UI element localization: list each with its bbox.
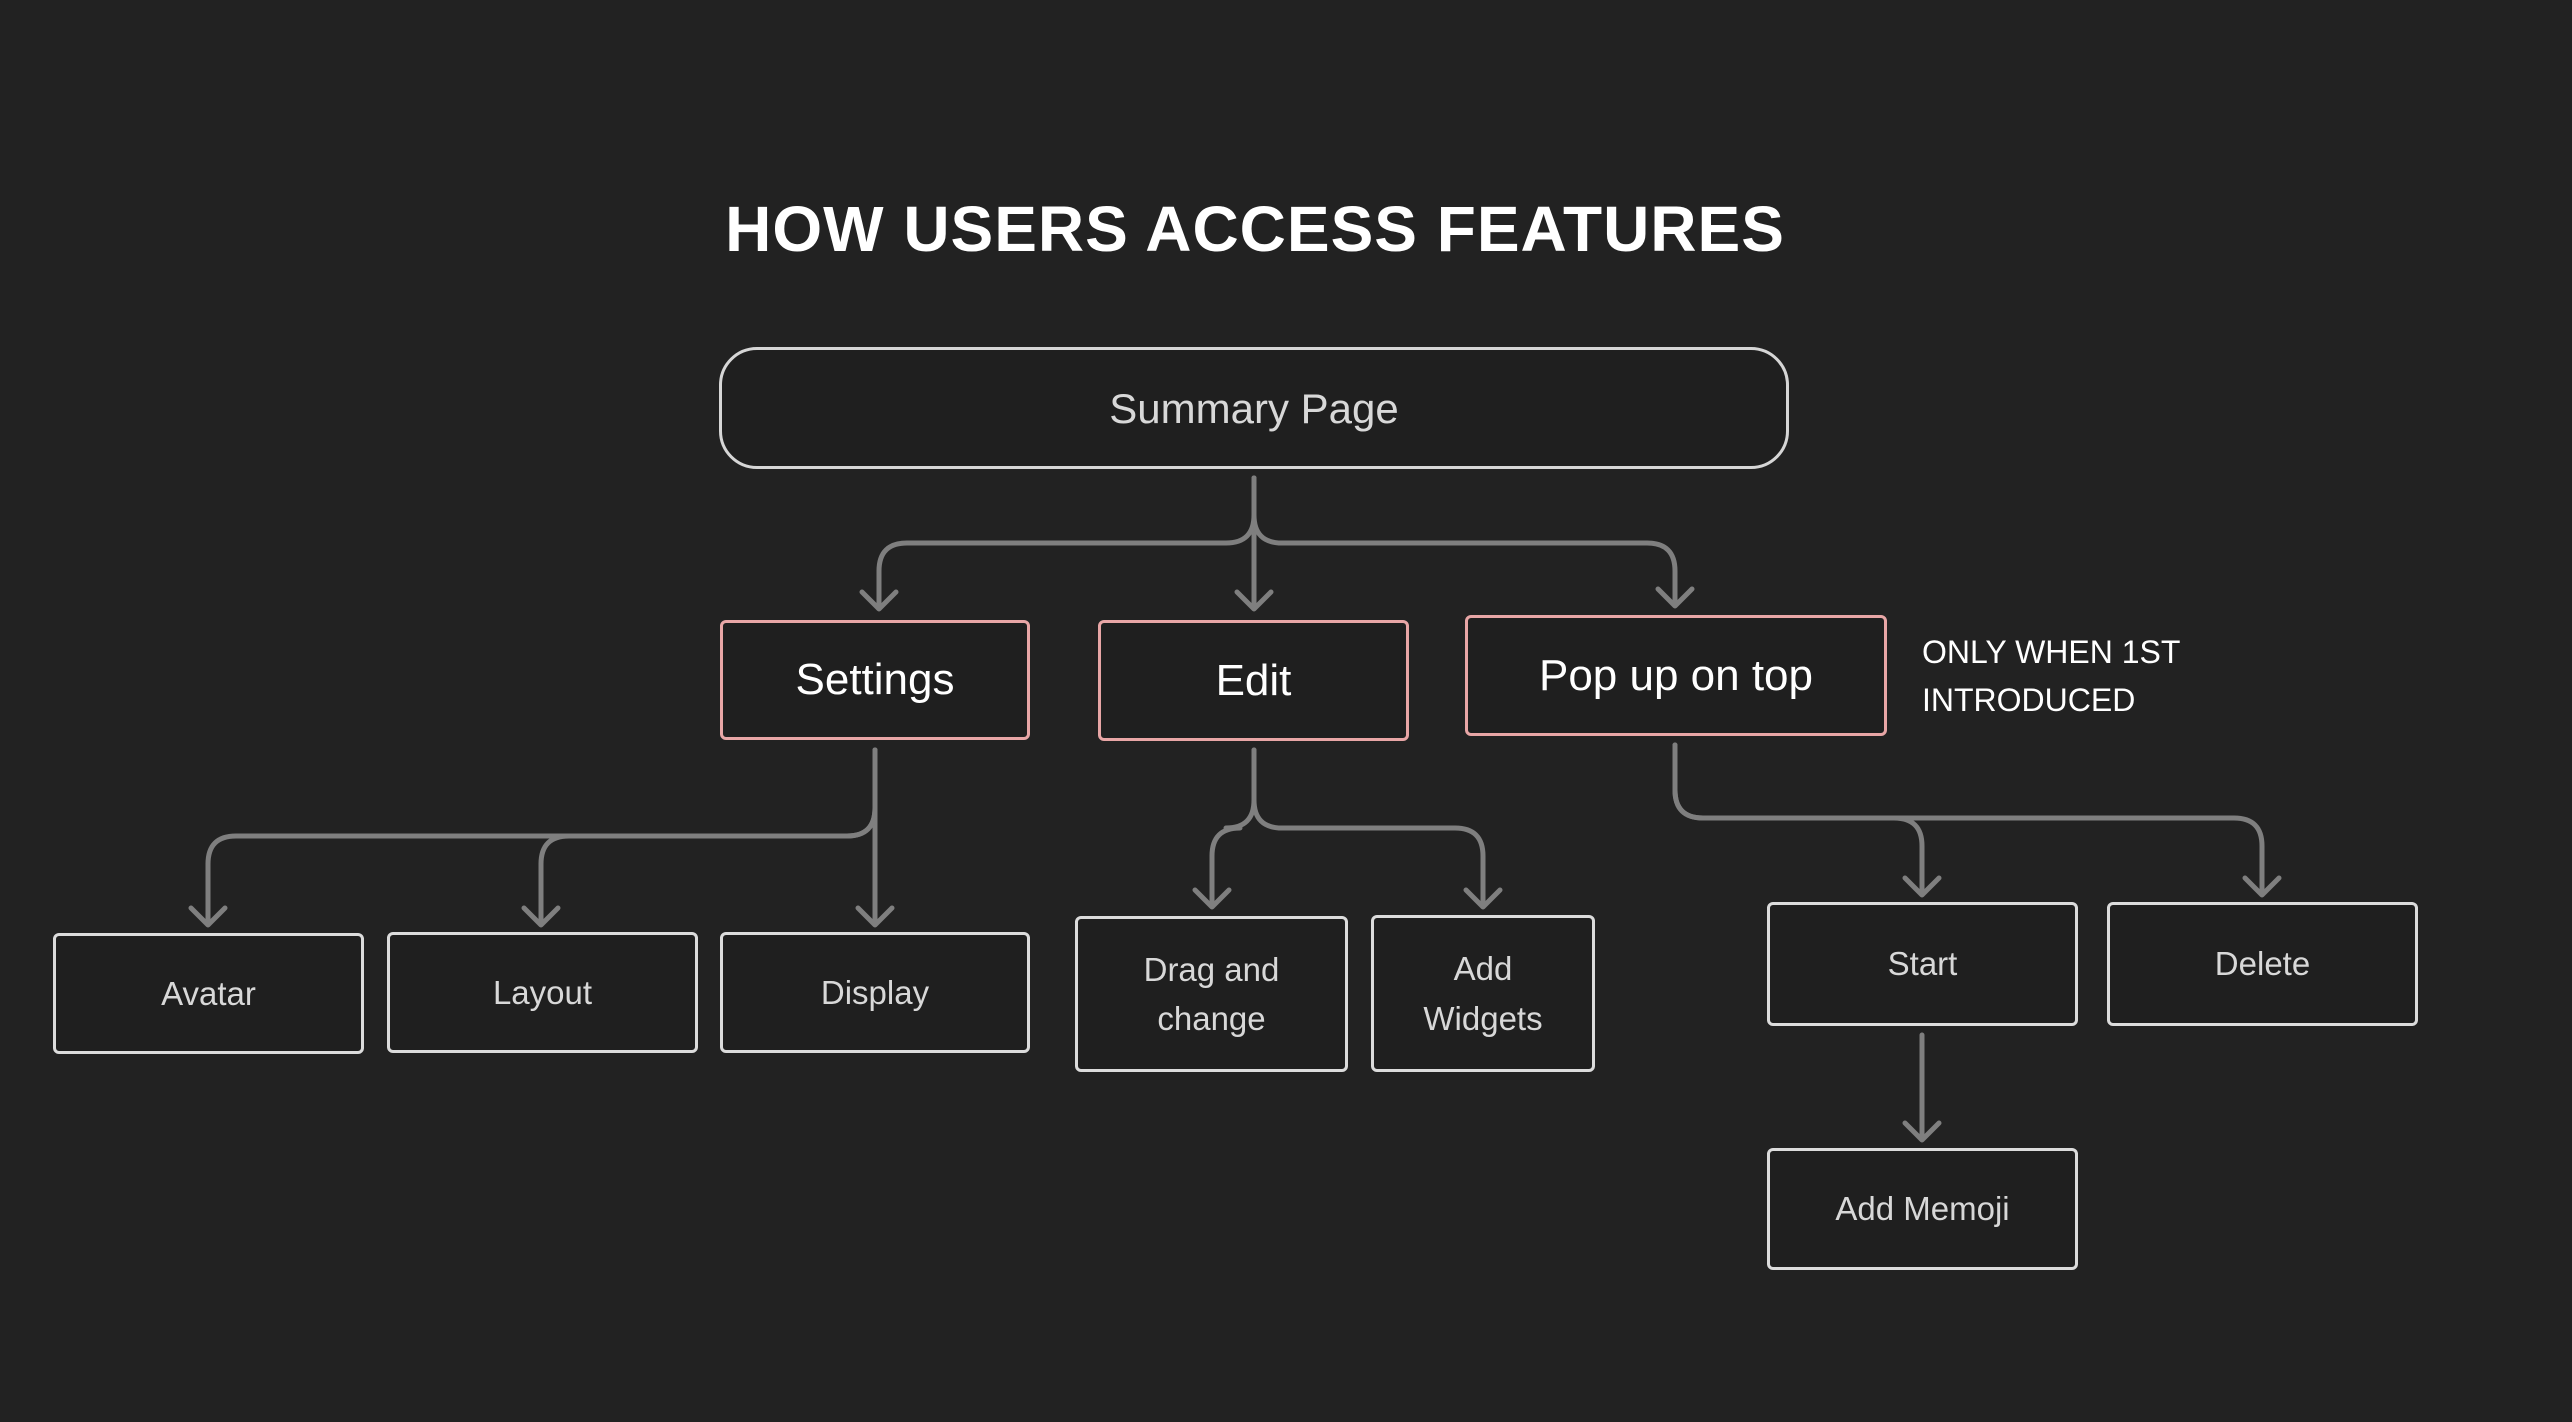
layout-node: Layout <box>387 932 698 1053</box>
connector-popup-to-delete <box>1672 742 2265 895</box>
arrowhead-layout <box>521 905 561 928</box>
add-widgets-label: Add Widgets <box>1423 950 1543 1037</box>
summary-page-label: Summary Page <box>1109 384 1399 432</box>
drag-and-change-label: Drag and change <box>1143 950 1280 1038</box>
diagram-title: HOW USERS ACCESS FEATURES <box>725 193 1785 265</box>
popup-note: ONLY WHEN 1ST INTRODUCED <box>1922 634 2180 718</box>
connector-settings-to-avatar <box>205 747 878 925</box>
delete-label: Delete <box>2214 945 2311 983</box>
start-label: Start <box>1887 945 1958 983</box>
start-node: Start <box>1767 902 2078 1026</box>
drag-and-change-node: Drag and change <box>1075 916 1348 1072</box>
connector-summary-to-settings <box>876 475 1257 609</box>
arrowhead-delete <box>2242 875 2282 898</box>
arrowhead-drag <box>1192 887 1232 910</box>
arrowhead-settings <box>859 589 899 612</box>
avatar-label: Avatar <box>161 974 256 1012</box>
add-widgets-node: Add Widgets <box>1371 915 1595 1072</box>
avatar-node: Avatar <box>53 933 364 1054</box>
display-label: Display <box>820 973 930 1011</box>
arrowhead-edit <box>1234 589 1274 612</box>
delete-node: Delete <box>2107 902 2418 1026</box>
arrowhead-display <box>855 905 895 928</box>
settings-node: Settings <box>720 620 1030 740</box>
connector-edit-to-drag-visible <box>1209 747 1257 907</box>
edit-node: Edit <box>1098 620 1409 741</box>
arrowhead-avatar <box>188 905 228 928</box>
connector-edit-to-widgets <box>1251 747 1486 907</box>
add-memoji-node: Add Memoji <box>1767 1148 2078 1270</box>
arrowhead-widgets <box>1463 887 1503 910</box>
summary-page-node: Summary Page <box>719 347 1789 469</box>
arrowhead-popup <box>1655 586 1695 609</box>
connector-summary-to-popup <box>1251 475 1678 606</box>
arrowhead-start <box>1902 875 1942 898</box>
edit-label: Edit <box>1215 655 1292 705</box>
settings-label: Settings <box>795 655 955 704</box>
popup-label: Pop up on top <box>1538 650 1813 700</box>
display-node: Display <box>720 932 1030 1053</box>
arrowhead-memoji <box>1902 1120 1942 1143</box>
add-memoji-label: Add Memoji <box>1835 1190 2010 1228</box>
popup-node: Pop up on top <box>1465 615 1887 736</box>
layout-label: Layout <box>492 973 593 1011</box>
